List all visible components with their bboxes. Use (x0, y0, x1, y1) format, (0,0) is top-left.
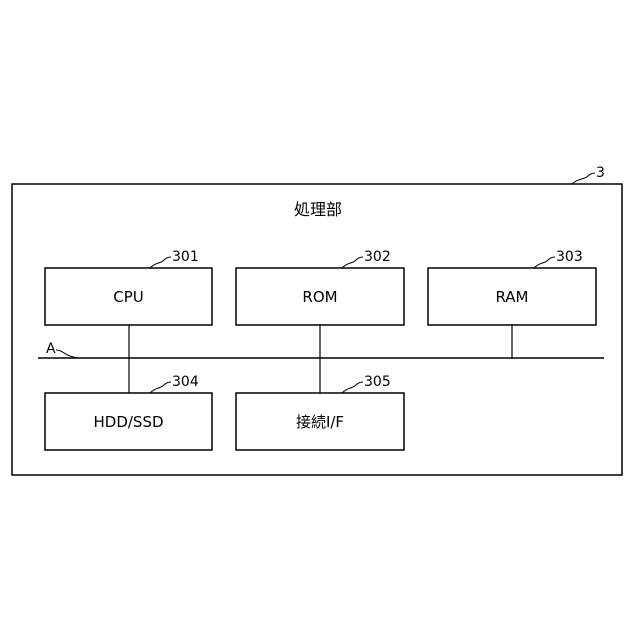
outer-ref-leader (572, 173, 595, 184)
outer-ref-number: 3 (596, 165, 605, 181)
bus-label-leader (56, 350, 79, 358)
connection-if-label: 接続I/F (296, 413, 344, 431)
connection-if-ref-leader (342, 382, 363, 393)
hdd-ref-number: 304 (172, 374, 199, 390)
ram-ref-number: 303 (556, 249, 583, 265)
ram-label: RAM (495, 288, 528, 306)
bus-label: A (46, 341, 56, 357)
hdd-ref-leader (150, 382, 171, 393)
cpu-ref-leader (150, 257, 171, 268)
processing-unit-title: 処理部 (294, 200, 342, 219)
cpu-label: CPU (113, 288, 144, 306)
ram-ref-leader (534, 257, 555, 268)
rom-label: ROM (302, 288, 337, 306)
hdd-label: HDD/SSD (93, 413, 163, 431)
rom-ref-leader (342, 257, 363, 268)
rom-ref-number: 302 (364, 249, 391, 265)
cpu-ref-number: 301 (172, 249, 199, 265)
connection-if-ref-number: 305 (364, 374, 391, 390)
